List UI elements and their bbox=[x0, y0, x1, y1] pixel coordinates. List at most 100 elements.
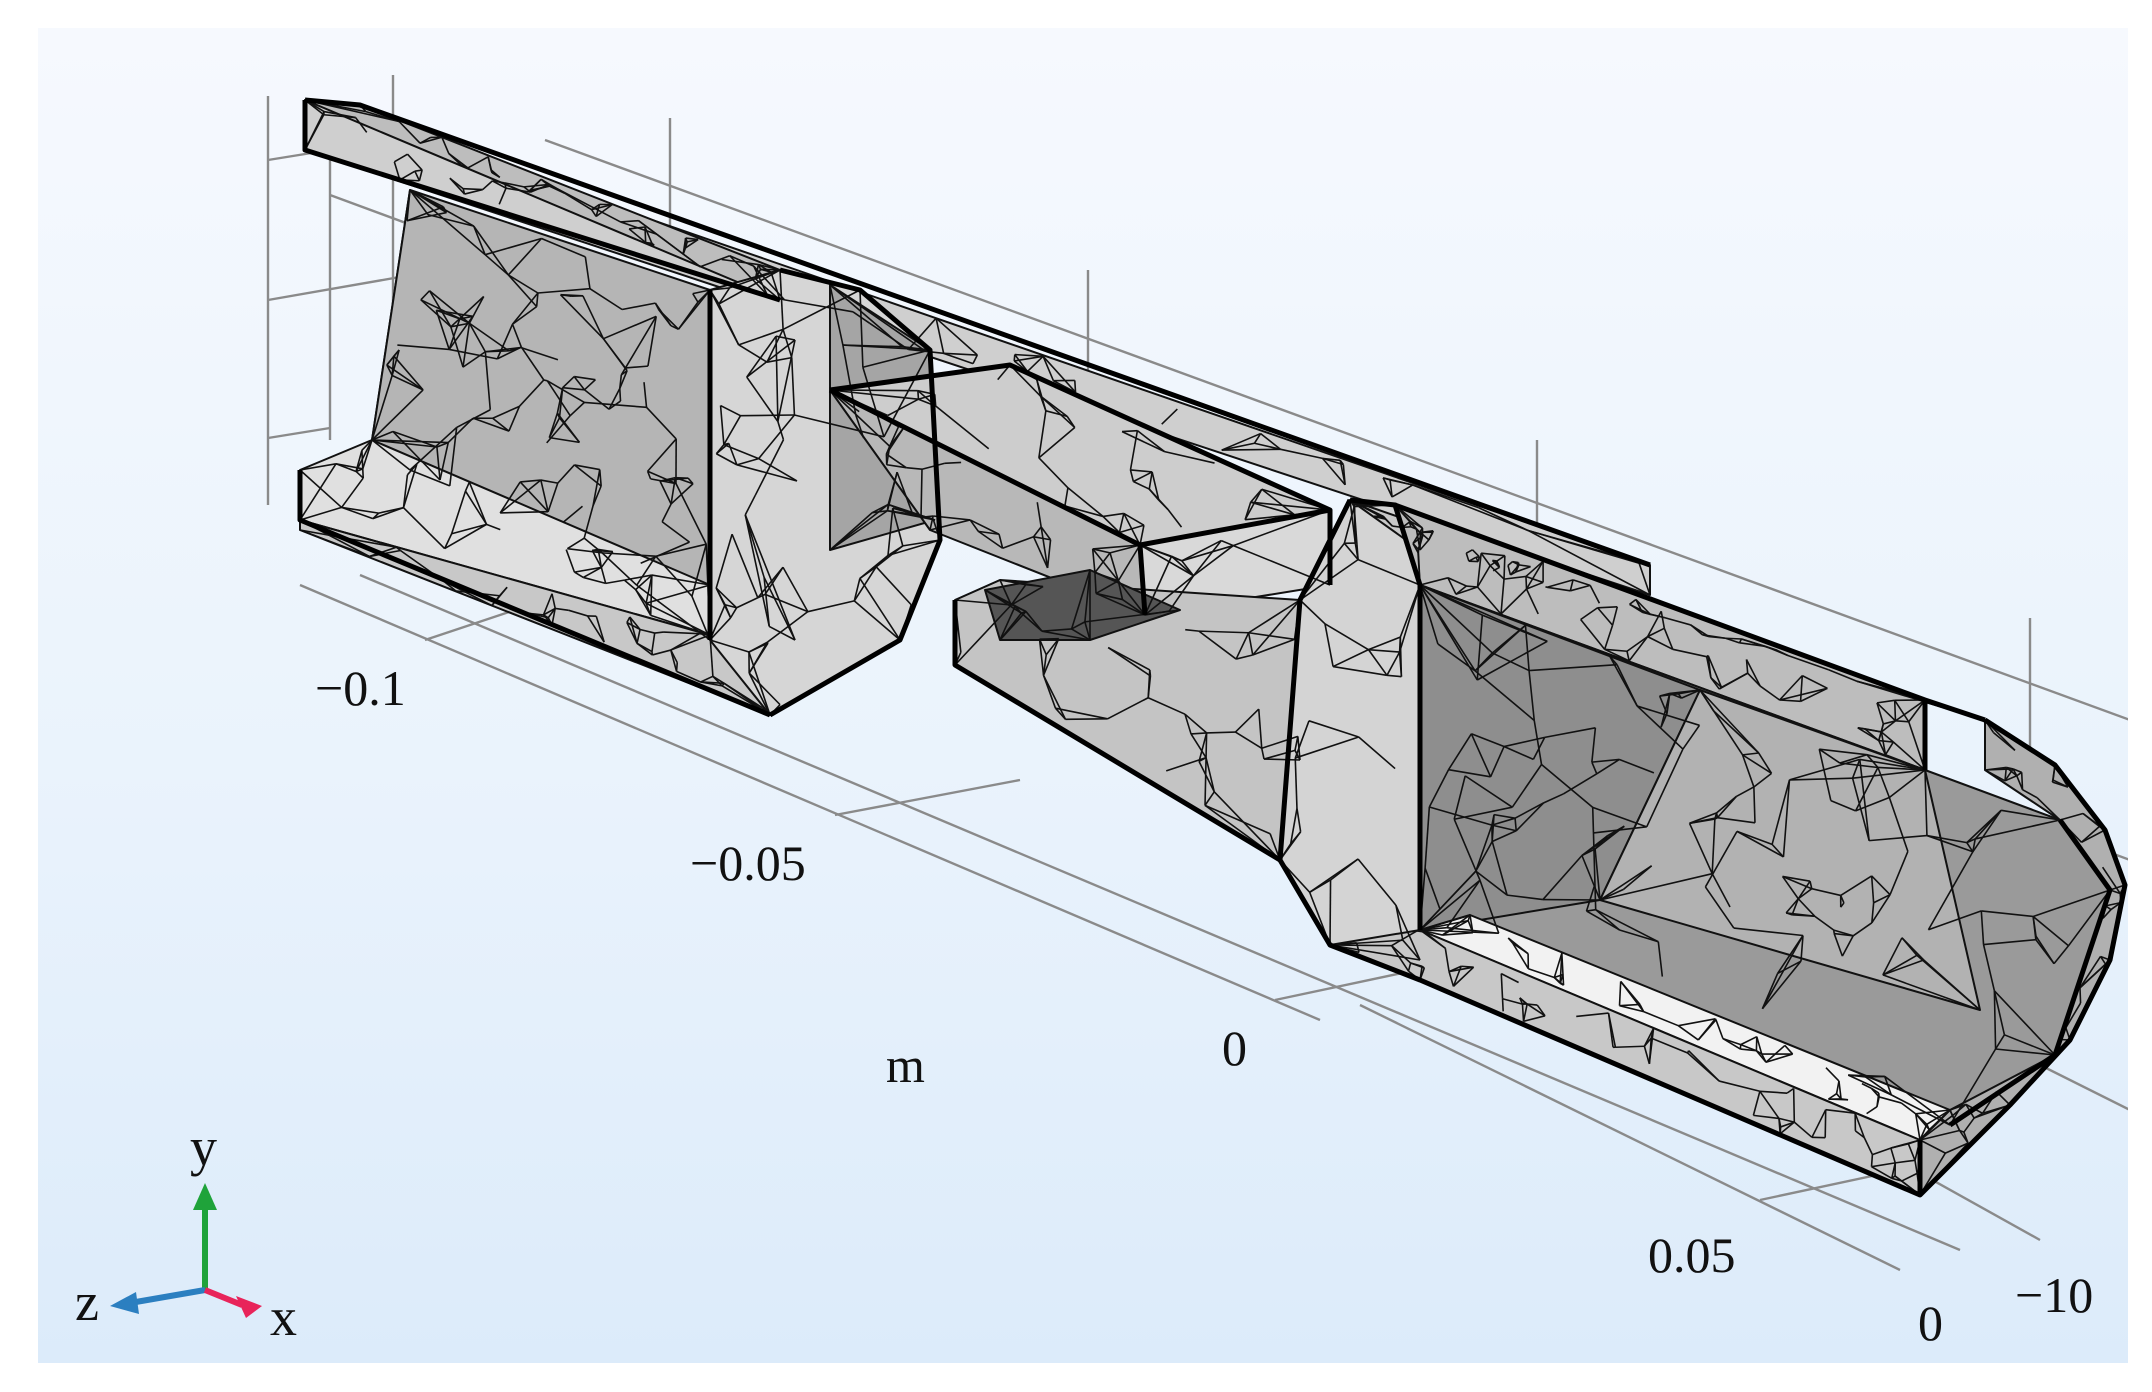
mesh-edge bbox=[1122, 598, 1146, 616]
mesh-edge bbox=[621, 302, 656, 311]
mesh-edge bbox=[1707, 655, 1723, 688]
mesh-edge bbox=[450, 490, 467, 535]
mesh-edge bbox=[1117, 580, 1124, 600]
mesh-edge bbox=[1357, 558, 1421, 586]
mesh-edge bbox=[393, 161, 401, 181]
mesh-edge bbox=[1064, 505, 1104, 518]
mesh-geometry bbox=[299, 99, 2126, 1196]
mesh-edge bbox=[1607, 1012, 1614, 1048]
mesh-edge bbox=[1453, 775, 1466, 820]
mesh-edge bbox=[1963, 1117, 1975, 1133]
mesh-scene[interactable]: −0.1 −0.05 0 0.05 0 −10 m y z x bbox=[38, 28, 2128, 1363]
mesh-edge bbox=[1500, 588, 1528, 615]
mesh-edge bbox=[654, 302, 672, 327]
mesh-edge bbox=[1546, 579, 1574, 589]
mesh-edge bbox=[1919, 1139, 1946, 1154]
mesh-edge bbox=[1981, 910, 2034, 918]
mesh-edge bbox=[439, 442, 449, 481]
mesh-edge bbox=[371, 439, 411, 471]
mesh-edge bbox=[639, 628, 655, 634]
mesh-edge bbox=[1717, 816, 1756, 824]
mesh-edge bbox=[978, 530, 1000, 536]
mesh-edge bbox=[419, 136, 443, 144]
mesh-edge bbox=[1595, 909, 1621, 931]
mesh-edge bbox=[1718, 1080, 1761, 1093]
mesh-edge bbox=[1032, 536, 1049, 569]
mesh-edge bbox=[1801, 674, 1828, 690]
mesh-edge bbox=[1830, 799, 1856, 812]
mesh-edge bbox=[1716, 795, 1737, 819]
axis-unit-label: m bbox=[886, 1037, 925, 1093]
mesh-edge bbox=[954, 604, 1012, 666]
graphics-viewport[interactable]: −0.1 −0.05 0 0.05 0 −10 m y z x bbox=[38, 28, 2128, 1363]
mesh-edge bbox=[1800, 687, 1828, 703]
mesh-edge bbox=[447, 417, 474, 444]
mesh-edge bbox=[1235, 731, 1263, 749]
mesh-edge bbox=[1871, 875, 1891, 896]
mesh-edge bbox=[355, 470, 364, 479]
mesh-edge bbox=[1467, 920, 1474, 933]
mesh-edge bbox=[1715, 812, 1719, 818]
mesh-edge bbox=[1973, 1104, 2011, 1119]
mesh-edge bbox=[1260, 748, 1265, 760]
mesh-edge bbox=[498, 187, 507, 205]
mesh-edge bbox=[1095, 592, 1146, 616]
mesh-edge bbox=[645, 574, 653, 604]
mesh-edge bbox=[2004, 775, 2018, 782]
mesh-edge bbox=[715, 587, 738, 609]
mesh-edge bbox=[1657, 941, 1664, 977]
mesh-edge bbox=[1119, 524, 1145, 534]
mesh-edge bbox=[1907, 1143, 1916, 1161]
mesh-edge bbox=[511, 292, 539, 325]
mesh-edge bbox=[1204, 757, 1207, 806]
mesh-edge bbox=[1926, 1109, 1951, 1126]
mesh-edge bbox=[1181, 544, 1234, 562]
mesh-edge bbox=[1491, 830, 1517, 843]
mesh-edge bbox=[1891, 1177, 1902, 1182]
mesh-edge bbox=[1544, 726, 1596, 739]
mesh-edge bbox=[758, 263, 772, 273]
mesh-edge bbox=[371, 375, 393, 441]
mesh-edge bbox=[1424, 931, 1446, 949]
mesh-edge bbox=[1065, 717, 1108, 721]
mesh-edge bbox=[1797, 880, 1811, 900]
mesh-edge bbox=[1339, 460, 1346, 485]
mesh-edge bbox=[1507, 937, 1529, 955]
mesh-edge bbox=[718, 269, 781, 305]
mesh-edge bbox=[1026, 355, 1044, 373]
mesh-edge bbox=[1784, 1044, 1794, 1055]
mesh-edge bbox=[618, 388, 622, 402]
mesh-edge bbox=[2102, 909, 2112, 919]
triad-x-arrowhead bbox=[236, 1296, 262, 1318]
mesh-edge bbox=[647, 470, 677, 485]
mesh-edge bbox=[1752, 1091, 1761, 1116]
mesh-edge bbox=[1559, 982, 1564, 986]
mesh-edge bbox=[1181, 539, 1222, 562]
mesh-edge bbox=[1038, 639, 1045, 676]
mesh-edge bbox=[1471, 733, 1505, 748]
mesh-edge bbox=[1870, 1154, 1874, 1167]
mesh-edge bbox=[1877, 731, 1883, 741]
mesh-edge bbox=[1827, 1093, 1838, 1100]
mesh-edge bbox=[675, 483, 707, 545]
triad-z-label: z bbox=[75, 1272, 99, 1332]
mesh-edge bbox=[670, 649, 678, 663]
mesh-edge bbox=[1882, 974, 1981, 1011]
mesh-edge bbox=[1398, 637, 1402, 653]
mesh-edge bbox=[546, 380, 585, 404]
mesh-edge bbox=[685, 238, 699, 249]
mesh-edge bbox=[1294, 736, 1299, 751]
mesh-edge bbox=[1870, 875, 1875, 903]
mesh-edge bbox=[1525, 560, 1544, 590]
mesh-edge bbox=[1506, 894, 1544, 901]
mesh-edge bbox=[768, 625, 796, 641]
mesh-edge bbox=[1489, 746, 1505, 778]
mesh-edge bbox=[1040, 526, 1049, 569]
mesh-edge bbox=[954, 599, 1012, 606]
mesh-edge bbox=[1476, 565, 1491, 588]
mesh-edge bbox=[647, 438, 677, 472]
mesh-edge bbox=[1756, 1036, 1763, 1055]
mesh-edge bbox=[1681, 689, 1701, 699]
mesh-edge bbox=[1733, 927, 1804, 937]
mesh-edge bbox=[507, 274, 539, 294]
